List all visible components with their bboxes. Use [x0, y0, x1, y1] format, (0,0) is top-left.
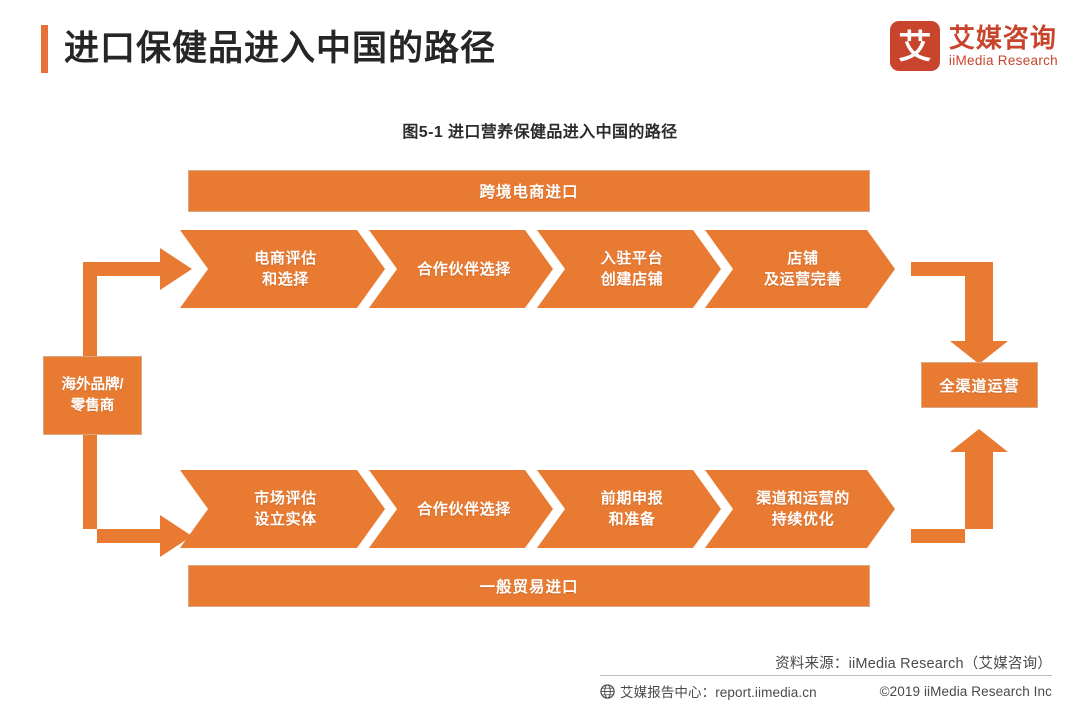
footer-divider: [600, 675, 1052, 676]
page-header: 进口保健品进入中国的路径 艾 艾媒咨询 iiMedia Research: [0, 0, 1080, 100]
connector-right-up-arrow: [911, 429, 1008, 543]
process-step-top-2-label: 合作伙伴选择: [417, 260, 511, 278]
node-overseas-brand-retailer[interactable]: 海外品牌/零售商: [43, 356, 142, 435]
process-step-top-1-label: 电商评估和选择: [254, 250, 317, 288]
connector-right-down-arrow: [911, 262, 1008, 364]
process-step-top-2[interactable]: 合作伙伴选择: [369, 230, 553, 308]
process-step-top-4[interactable]: 店铺及运营完善: [705, 230, 895, 308]
process-step-top-3[interactable]: 入驻平台创建店铺: [537, 230, 721, 308]
footer-bar: 艾媒报告中心：report.iimedia.cn ©2019 iiMedia R…: [600, 681, 1052, 701]
process-step-bottom-3-label: 前期申报和准备: [600, 490, 664, 528]
process-step-top-4-label: 店铺及运营完善: [763, 250, 842, 288]
process-step-bottom-2[interactable]: 合作伙伴选择: [369, 470, 553, 548]
process-step-bottom-1[interactable]: 市场评估设立实体: [180, 470, 385, 548]
process-step-bottom-3[interactable]: 前期申报和准备: [537, 470, 721, 548]
logo-name-cn: 艾媒咨询: [948, 22, 1057, 53]
globe-icon: [600, 683, 615, 699]
connector-left-down-arrow: [83, 435, 192, 557]
logo-mark-icon: 艾: [889, 21, 940, 71]
logo-text: 艾媒咨询 iiMedia Research: [948, 22, 1058, 69]
title-accent-bar: [41, 25, 48, 73]
process-step-top-3-label: 入驻平台创建店铺: [600, 250, 664, 288]
brand-logo: 艾 艾媒咨询 iiMedia Research: [889, 21, 1058, 71]
connector-left-up-arrow: [83, 248, 192, 356]
source-note: 资料来源：iiMedia Research（艾媒咨询）: [775, 656, 1052, 672]
process-step-top-1[interactable]: 电商评估和选择: [180, 230, 385, 308]
process-row-general-trade: 市场评估设立实体 合作伙伴选择 前期申报和准备 渠道和运营的持续优化: [180, 470, 906, 548]
process-row-cross-border: 电商评估和选择 合作伙伴选择 入驻平台创建店铺 店铺及运营完善: [180, 230, 906, 308]
process-step-bottom-2-label: 合作伙伴选择: [417, 500, 511, 518]
banner-general-trade-import: 一般贸易进口: [188, 565, 870, 607]
chart-title: 图5-1 进口营养保健品进入中国的路径: [402, 124, 678, 141]
report-center-link[interactable]: 艾媒报告中心：report.iimedia.cn: [620, 685, 817, 700]
node-omnichannel-operation[interactable]: 全渠道运营: [921, 362, 1038, 408]
banner-cross-border-import: 跨境电商进口: [188, 170, 870, 212]
process-step-bottom-4[interactable]: 渠道和运营的持续优化: [705, 470, 895, 548]
copyright-text: ©2019 iiMedia Research Inc: [879, 683, 1052, 699]
logo-name-en: iiMedia Research: [948, 52, 1058, 68]
process-step-bottom-1-label: 市场评估设立实体: [254, 490, 317, 528]
page-title: 进口保健品进入中国的路径: [64, 29, 497, 68]
process-step-bottom-4-label: 渠道和运营的持续优化: [756, 490, 850, 528]
